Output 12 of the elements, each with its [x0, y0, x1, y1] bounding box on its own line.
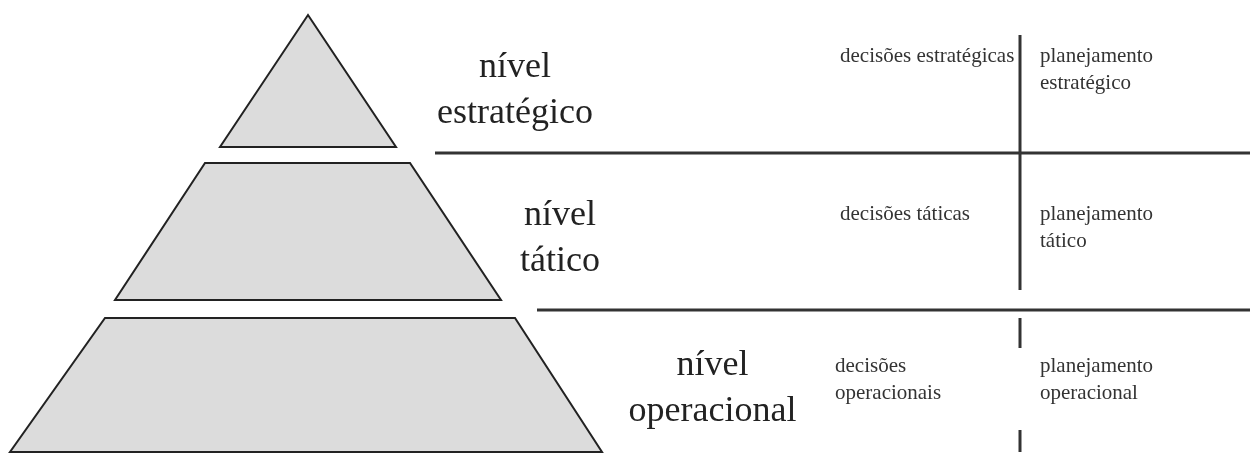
cell-text: decisões operacionais	[835, 352, 943, 406]
pyramid-level	[220, 15, 396, 147]
pyramid-level	[10, 318, 602, 452]
pyramid-level	[115, 163, 501, 300]
level-label: nível tático	[519, 192, 601, 281]
level-label: nível estratégico	[436, 44, 594, 133]
level-label: nível operacional	[627, 342, 798, 431]
cell-text: planejamento tático	[1040, 200, 1155, 254]
cell-text: decisões estratégicas	[840, 42, 1015, 69]
cell-text: decisões táticas	[840, 200, 972, 227]
cell-text: planejamento operacional	[1040, 352, 1155, 406]
cell-text: planejamento estratégico	[1040, 42, 1155, 96]
